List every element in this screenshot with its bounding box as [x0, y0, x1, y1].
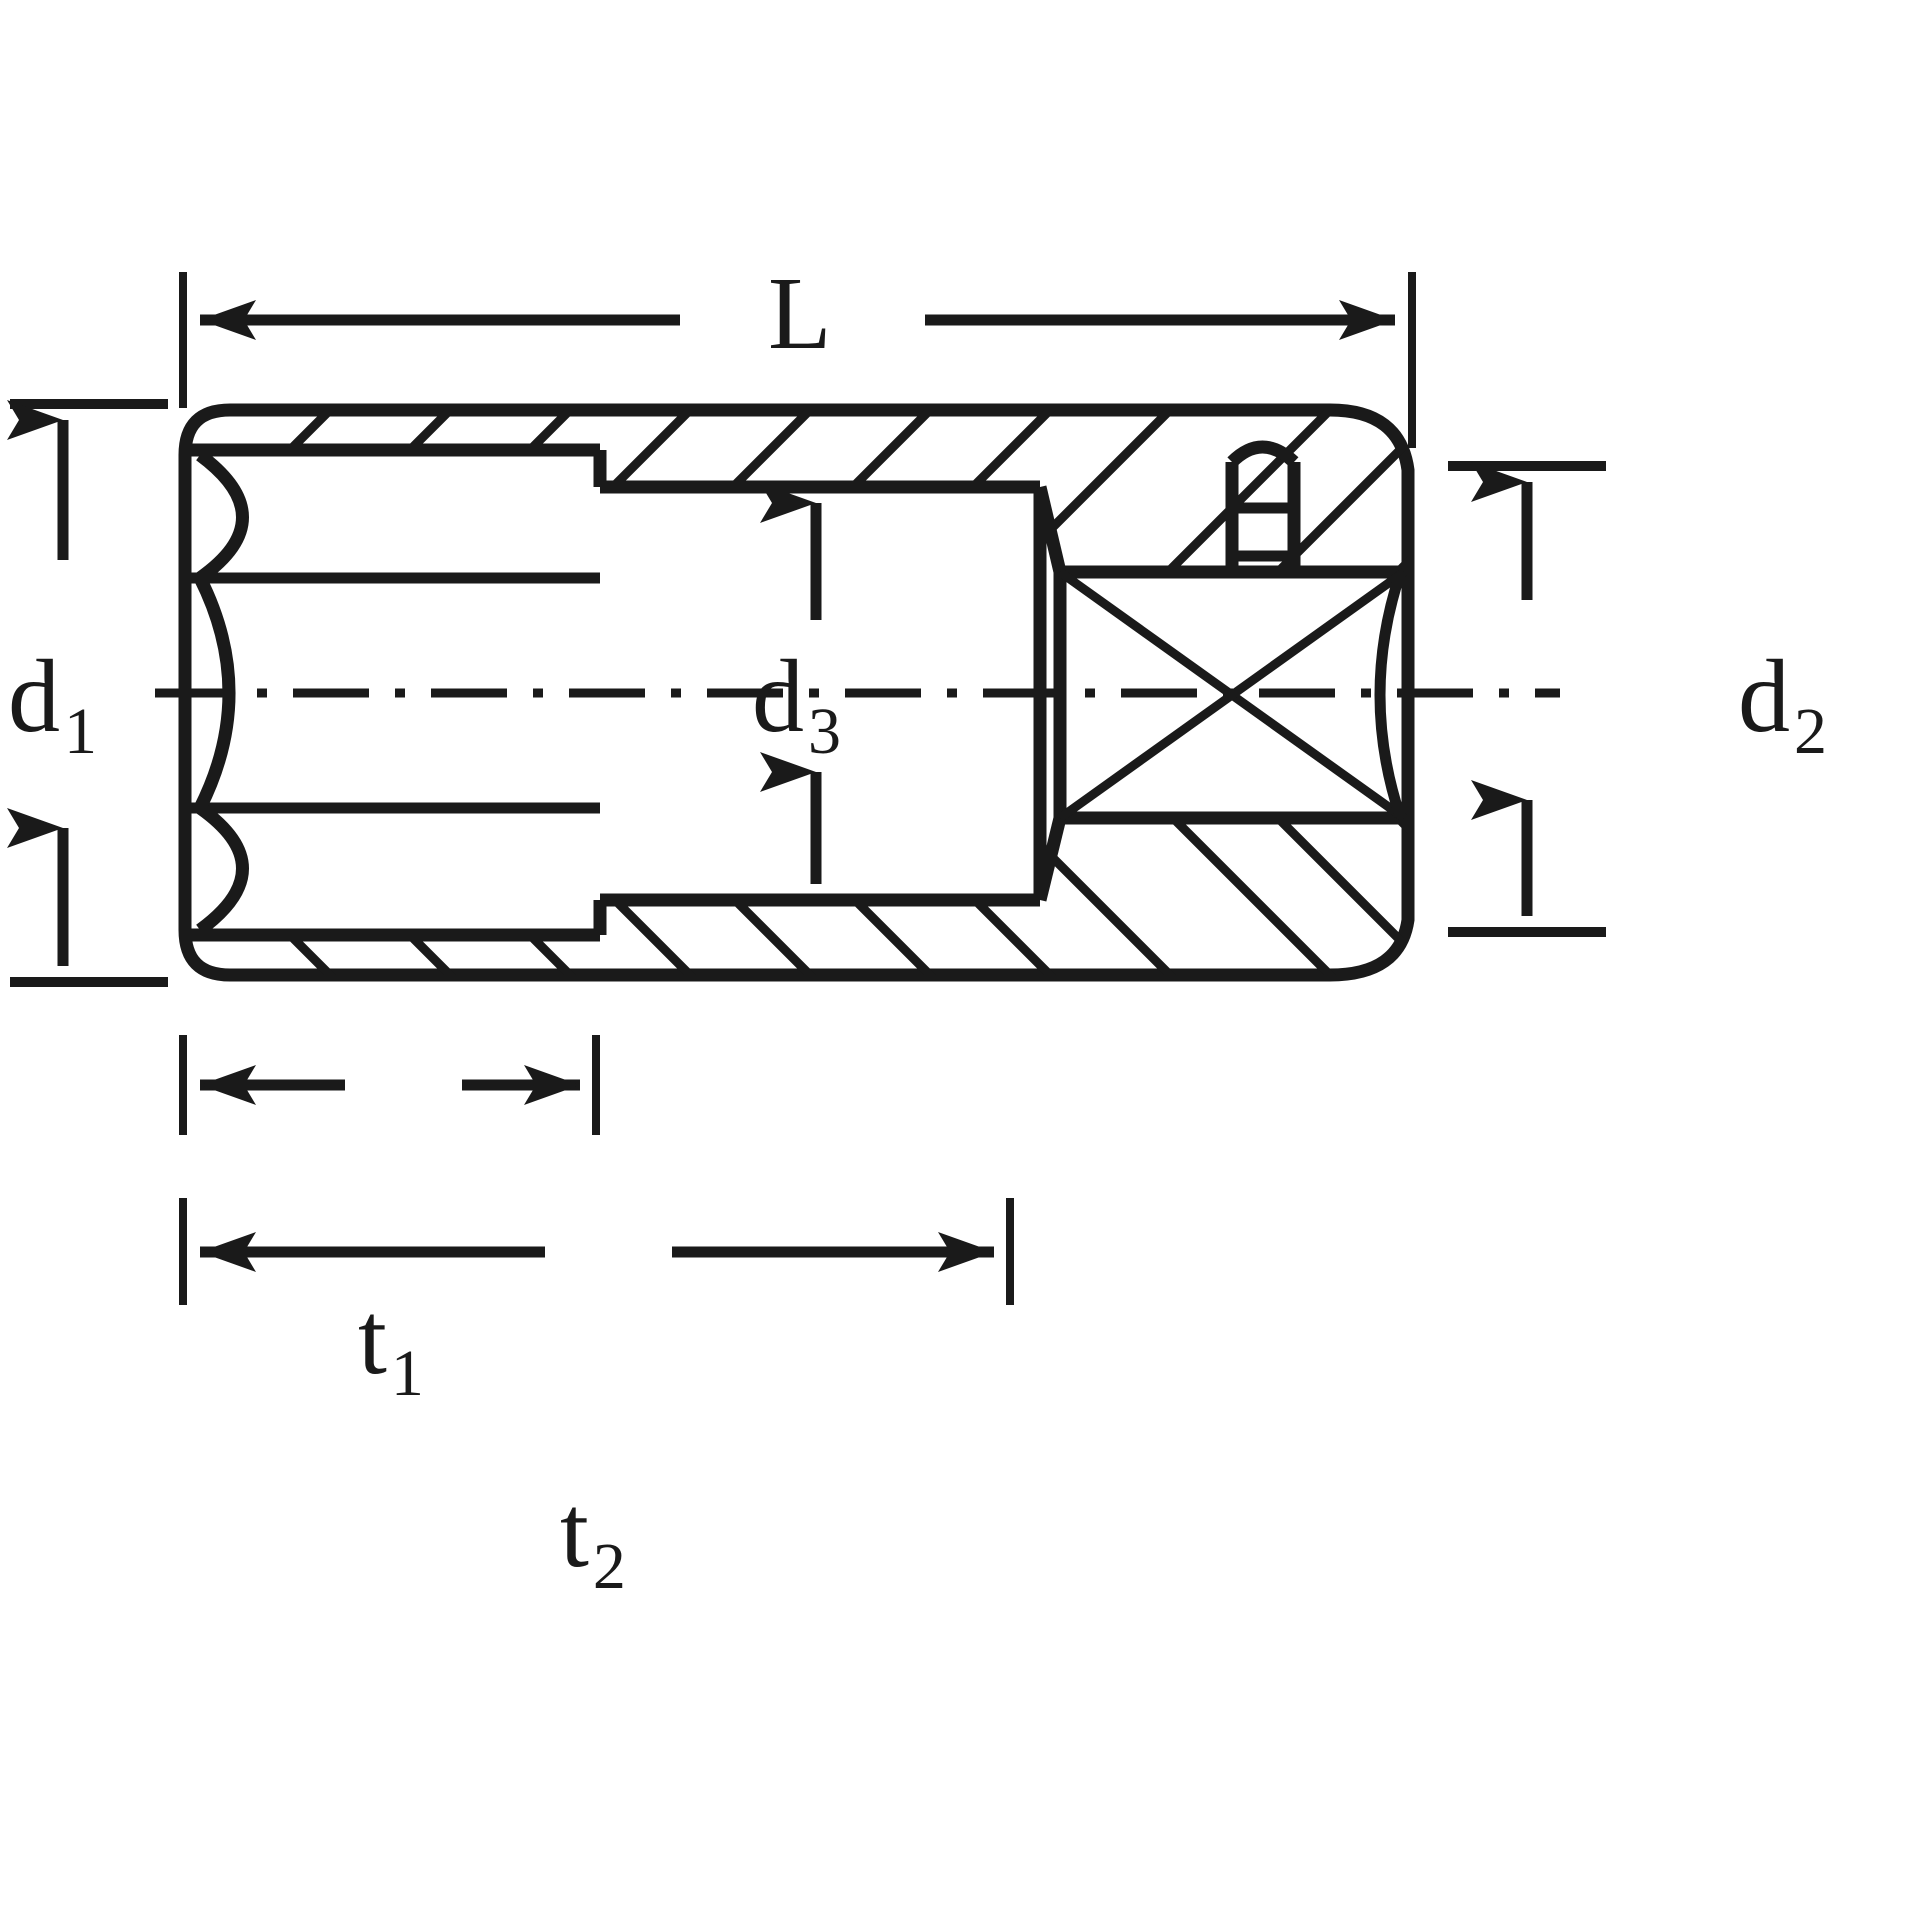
label-d2-outer-diameter: d2: [1738, 639, 1827, 769]
hatching-bottom-wall: [185, 820, 1408, 975]
hatching-top-wall: [185, 410, 1408, 570]
dimension-t1: [179, 1035, 600, 1135]
dimension-overall-length: [179, 272, 1416, 448]
hex-flat-edges: [185, 572, 600, 814]
dimension-d2: [1448, 461, 1606, 937]
dimension-d1: [6, 399, 168, 987]
label-overall-length: L: [768, 256, 832, 371]
label-d3-bore-diameter: d3: [752, 639, 841, 769]
label-d1-outer-diameter: d1: [8, 639, 97, 769]
label-t1-hex-depth: t1: [358, 1281, 424, 1411]
label-t2-total-depth: t2: [560, 1474, 626, 1604]
dimension-t2: [179, 1198, 1014, 1305]
ball-detent-pin: [1225, 440, 1301, 572]
